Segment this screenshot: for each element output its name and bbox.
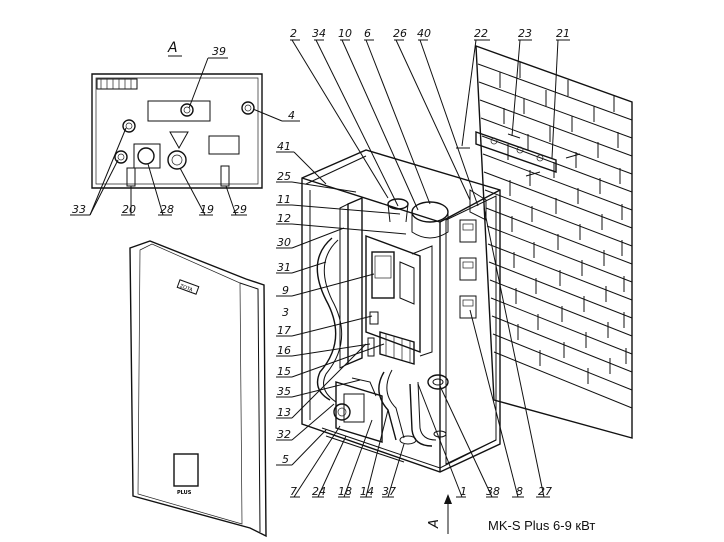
callout-11: 11 bbox=[277, 193, 291, 206]
callout-39: 39 bbox=[212, 45, 226, 58]
callout-13: 13 bbox=[277, 406, 291, 419]
callout-6: 6 bbox=[364, 27, 371, 40]
view-a-arrow: A bbox=[427, 494, 452, 534]
callout-17: 17 bbox=[277, 324, 291, 337]
callout-4: 4 bbox=[288, 109, 295, 122]
callout-38: 38 bbox=[486, 485, 500, 498]
callout-35: 35 bbox=[277, 385, 291, 398]
callout-40: 40 bbox=[417, 27, 431, 40]
callout-22: 22 bbox=[474, 27, 488, 40]
callout-10: 10 bbox=[338, 27, 352, 40]
callout-28: 28 bbox=[160, 203, 174, 216]
callout-27: 27 bbox=[538, 485, 552, 498]
boiler-body bbox=[301, 149, 501, 473]
callout-18: 18 bbox=[338, 485, 352, 498]
callout-12: 12 bbox=[277, 212, 291, 225]
callout-5: 5 bbox=[282, 453, 289, 466]
view-a-bottom-panel: A bbox=[91, 40, 263, 189]
brick-wall bbox=[456, 44, 633, 439]
leader-lines bbox=[70, 39, 570, 498]
callout-32: 32 bbox=[277, 428, 291, 441]
callout-8: 8 bbox=[516, 485, 523, 498]
callout-9: 9 bbox=[282, 284, 289, 297]
callout-26: 26 bbox=[393, 27, 407, 40]
callout-16: 16 bbox=[277, 344, 291, 357]
callout-3: 3 bbox=[282, 306, 289, 319]
callout-14: 14 bbox=[360, 485, 374, 498]
callout-41: 41 bbox=[277, 140, 291, 153]
callout-21: 21 bbox=[556, 27, 570, 40]
callout-31: 31 bbox=[277, 261, 291, 274]
callout-19: 19 bbox=[200, 203, 214, 216]
callout-37: 37 bbox=[382, 485, 396, 498]
callout-1: 1 bbox=[460, 485, 467, 498]
view-a-arrow-label: A bbox=[427, 519, 442, 529]
callout-23: 23 bbox=[518, 27, 532, 40]
callout-34: 34 bbox=[312, 27, 326, 40]
callout-30: 30 bbox=[277, 236, 291, 249]
callout-2: 2 bbox=[290, 27, 297, 40]
callout-15: 15 bbox=[277, 365, 291, 378]
front-cover: ZOTA PLUS bbox=[129, 240, 267, 538]
callout-24: 24 bbox=[312, 485, 326, 498]
callout-20: 20 bbox=[122, 203, 136, 216]
front-plus-mark: PLUS bbox=[177, 490, 192, 496]
callout-29: 29 bbox=[233, 203, 247, 216]
callout-25: 25 bbox=[277, 170, 291, 183]
view-a-label: A bbox=[167, 40, 178, 56]
callout-33: 33 bbox=[72, 203, 86, 216]
brand-badge: ZOTA bbox=[179, 283, 194, 293]
callout-7: 7 bbox=[290, 485, 297, 498]
diagram-caption: MK-S Plus 6-9 кВт bbox=[488, 518, 596, 533]
callout-labels: 39 4 33 20 28 19 29 2 34 10 6 26 40 22 2… bbox=[72, 27, 570, 498]
